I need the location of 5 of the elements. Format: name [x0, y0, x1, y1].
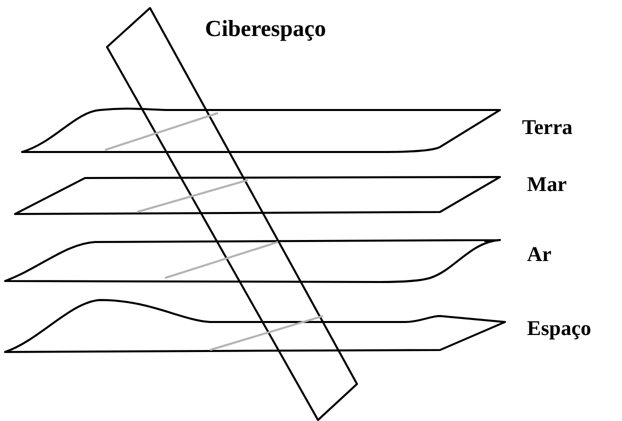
plane-label: Espaço [527, 318, 592, 339]
plane-label: Ar [527, 244, 552, 265]
plane-label: Terra [522, 117, 573, 138]
plane-label: Ciberespaço [205, 17, 326, 40]
plane-label: Mar [527, 174, 567, 195]
